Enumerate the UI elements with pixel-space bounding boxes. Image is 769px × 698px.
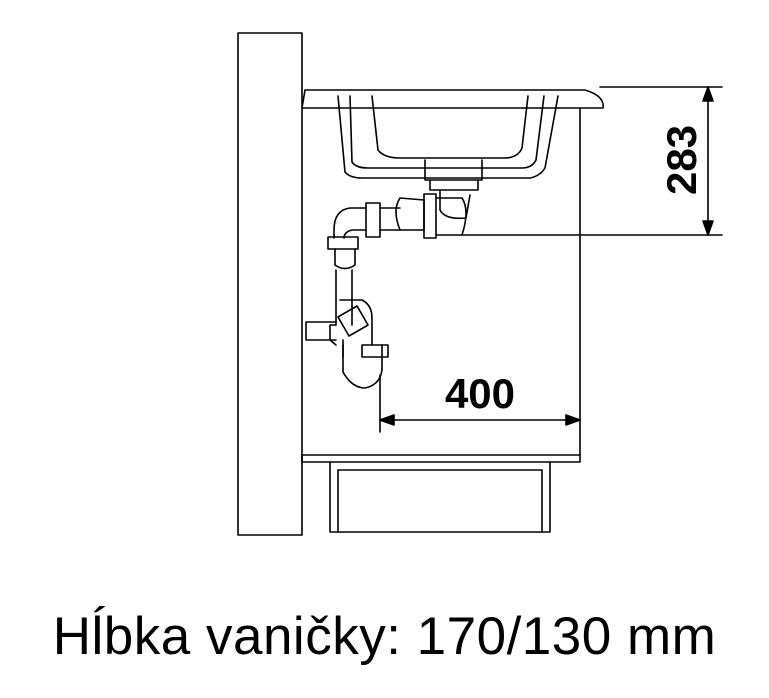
dimension-depth [461,86,723,236]
countertop [301,89,604,109]
bowl-depth-caption: Hĺbka vaničky: 170/130 mm [52,607,717,666]
dimension-width-label: 400 [445,370,515,417]
sink-bowl [337,95,559,179]
wall-panel [237,32,303,536]
drain-pipes [305,159,483,389]
dimension-width [379,374,581,433]
cabinet-outline [301,107,581,533]
dimension-depth-label: 283 [658,125,705,195]
